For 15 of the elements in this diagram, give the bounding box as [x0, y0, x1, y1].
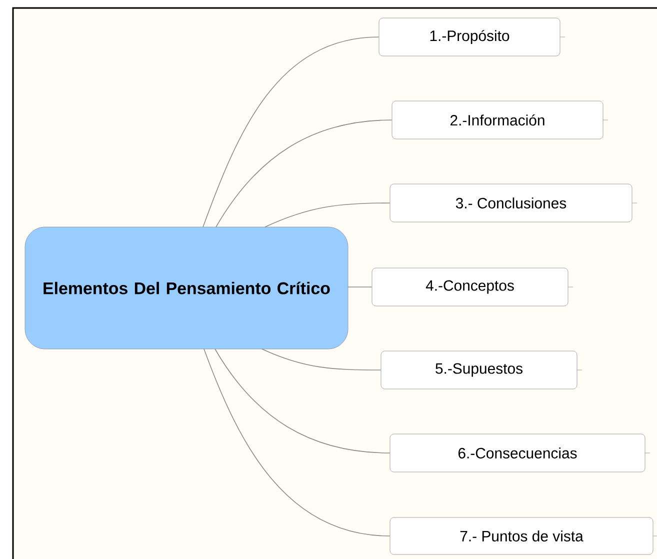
topic-box: 3.- Conclusiones — [390, 184, 632, 222]
connector-curve — [262, 348, 382, 370]
topic-box: 7.- Puntos de vista — [390, 517, 654, 555]
topic-box: 6.-Consecuencias — [390, 434, 646, 472]
connector-curve — [348, 286, 372, 288]
central-topic-box: Elementos Del Pensamiento Crítico — [24, 226, 348, 350]
connector-curve — [202, 36, 380, 228]
connector-curve — [264, 202, 390, 228]
connector-curve — [216, 120, 392, 228]
topic-box: 5.-Supuestos — [380, 350, 578, 390]
topic-box: 2.-Información — [392, 100, 604, 140]
topic-box: 4.-Conceptos — [372, 268, 568, 306]
topic-box: 1.-Propósito — [378, 18, 560, 56]
connector-curve — [204, 348, 390, 536]
connector-curve — [214, 348, 390, 454]
